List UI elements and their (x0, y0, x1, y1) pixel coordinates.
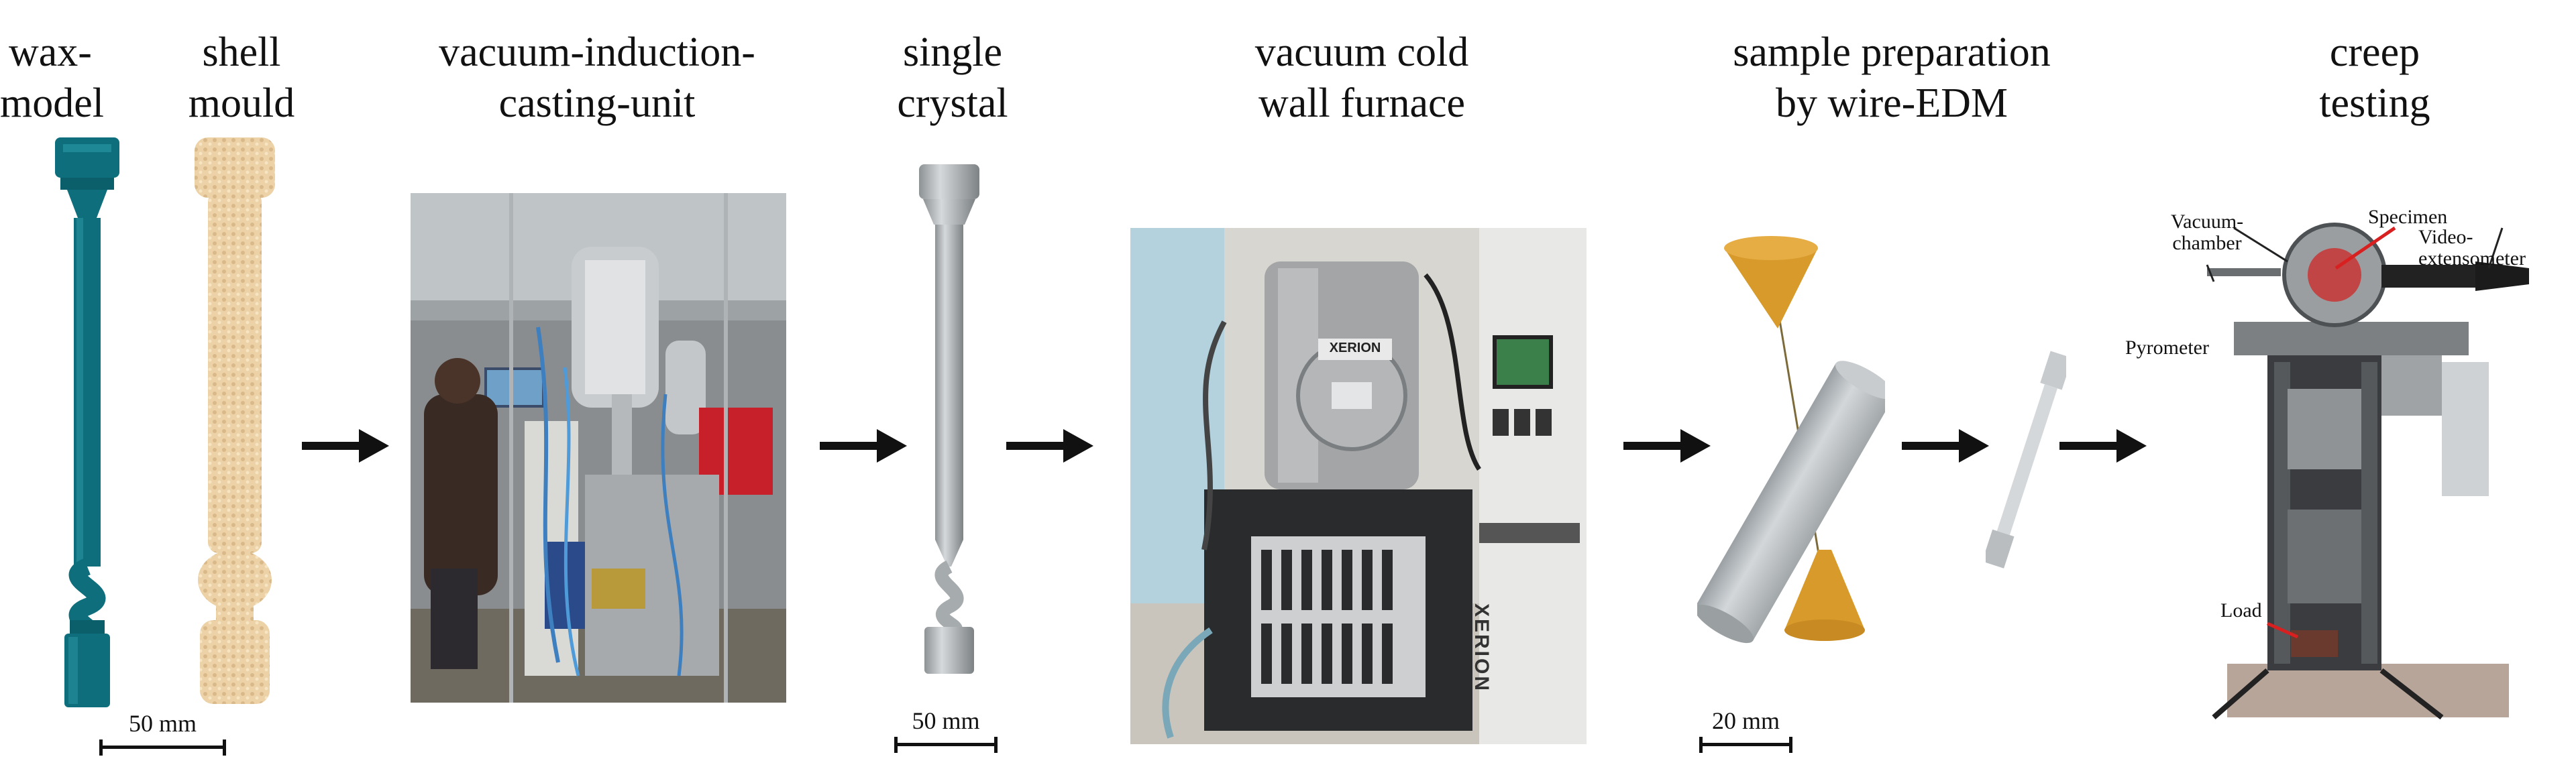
wax-model-image (55, 137, 119, 707)
label-line: shell (202, 29, 281, 75)
annotation-video-extensometer: Video- extensometer (2418, 227, 2526, 270)
creep-test-rig-image (2187, 201, 2576, 737)
arrow-icon (302, 429, 389, 463)
label-line: sample preparation (1733, 29, 2051, 75)
scale-bar-mould (99, 739, 226, 756)
shell-mould-image (195, 137, 275, 704)
wire-edm-diagram (1697, 236, 1885, 644)
annotation-line: Video- (2418, 226, 2473, 248)
furnace-brand-vertical-label: XERION (1470, 603, 1493, 693)
furnace-brand-label: XERION (1329, 341, 1381, 355)
label-wax-model: wax- model (0, 27, 104, 129)
annotation-pyrometer: Pyrometer (2125, 337, 2209, 359)
label-line: single (902, 29, 1003, 75)
label-line: crystal (897, 80, 1008, 126)
label-line: mould (188, 80, 295, 126)
label-line: wall furnace (1258, 80, 1466, 126)
label-line: vacuum cold (1254, 29, 1469, 75)
annotation-line: chamber (2172, 232, 2242, 254)
label-furnace: vacuum cold wall furnace (1208, 27, 1516, 129)
scale-label-edm: 20 mm (1711, 707, 1780, 734)
label-line: casting-unit (498, 80, 696, 126)
label-single-crystal: single crystal (879, 27, 1026, 129)
arrow-icon (820, 429, 907, 463)
annotation-line: extensometer (2418, 247, 2526, 270)
single-crystal-image (919, 164, 979, 674)
edm-specimen-image (1986, 351, 2066, 569)
arrow-icon (1902, 429, 1989, 463)
label-shell-mould: shell mould (164, 27, 319, 129)
label-line: testing (2319, 80, 2430, 126)
arrow-icon (1006, 429, 1093, 463)
label-line: creep (2329, 29, 2420, 75)
casting-unit-photo (411, 193, 786, 703)
label-line: by wire-EDM (1775, 80, 2008, 126)
label-creep-testing: creep testing (2294, 27, 2455, 129)
scale-label-mould: 50 mm (128, 710, 197, 737)
annotation-line: Vacuum- (2170, 211, 2244, 233)
arrow-icon (2059, 429, 2147, 463)
annotation-load: Load (2220, 599, 2262, 621)
label-line: model (0, 80, 104, 126)
label-line: vacuum-induction- (439, 29, 755, 75)
label-line: wax- (9, 29, 92, 75)
arrow-icon (1623, 429, 1711, 463)
scale-bar-edm (1699, 737, 1792, 753)
annotation-specimen: Specimen (2368, 206, 2448, 228)
scale-bar-crystal (894, 737, 998, 753)
label-wire-edm: sample preparation by wire-EDM (1690, 27, 2093, 129)
label-casting-unit: vacuum-induction- casting-unit (402, 27, 792, 129)
furnace-photo: XERION XERION (1130, 228, 1587, 744)
scale-label-crystal: 50 mm (912, 707, 980, 734)
annotation-vacuum-chamber: Vacuum- chamber (2160, 211, 2254, 254)
